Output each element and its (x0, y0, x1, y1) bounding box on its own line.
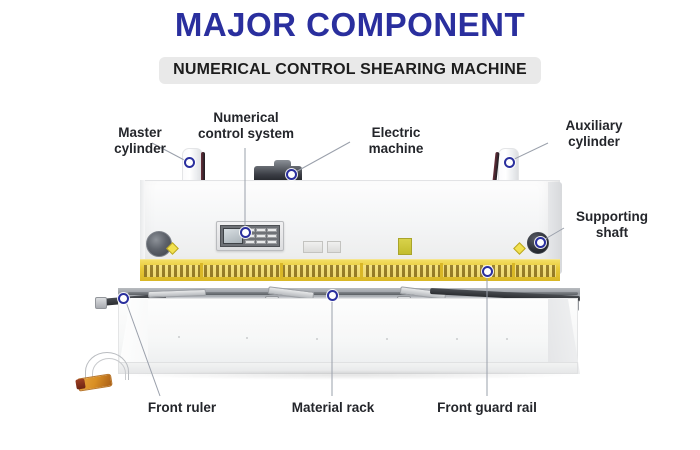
base-fixing-dot (316, 338, 318, 340)
numerical-control-panel[interactable] (216, 221, 284, 251)
callout-dot-supporting-shaft[interactable] (535, 237, 546, 248)
panel-key[interactable] (267, 233, 277, 239)
page-title: MAJOR COMPONENT (174, 6, 526, 43)
callout-label-supporting-shaft: Supporting shaft (562, 209, 662, 241)
base-fixing-dot (456, 338, 458, 340)
guard-rail-divider (280, 263, 283, 279)
callout-line-2: control system (197, 125, 295, 141)
base-fixing-dot (246, 337, 248, 339)
machine-base-cabinet (118, 298, 578, 370)
front-guard-rail-part (140, 259, 560, 281)
panel-key[interactable] (256, 228, 266, 233)
panel-key[interactable] (256, 233, 266, 239)
machine-body-left-edge (140, 180, 145, 262)
callout-dot-front-ruler[interactable] (118, 293, 129, 304)
body-label-plate-left (303, 241, 323, 253)
callout-line-1: Front guard rail (437, 400, 537, 415)
panel-key[interactable] (267, 239, 277, 244)
callout-label-electric-machine: Electric machine (352, 125, 440, 157)
left-shaft-hub (146, 231, 172, 257)
guard-rail-slots (144, 265, 556, 277)
body-label-plate-right (327, 241, 341, 253)
material-rack-endcap-left (95, 297, 107, 309)
callout-line-2: cylinder (114, 140, 166, 156)
callout-line-2: cylinder (568, 133, 620, 149)
electric-machine-cap (274, 160, 291, 172)
panel-key[interactable] (256, 239, 266, 244)
page-subtitle: NUMERICAL CONTROL SHEARING MACHINE (159, 57, 541, 84)
callout-line-1: Material rack (291, 400, 375, 415)
callout-label-auxiliary-cylinder: Auxiliary cylinder (548, 118, 640, 150)
callout-label-front-ruler: Front ruler (134, 400, 230, 416)
guard-rail-divider (512, 263, 515, 279)
guard-rail-divider (440, 263, 443, 279)
callout-label-material-rack: Material rack (280, 400, 386, 416)
callout-line-2: machine (368, 140, 424, 156)
base-fixing-dot (178, 336, 180, 338)
callout-line-1: Electric (371, 125, 421, 140)
callout-dot-master-cylinder[interactable] (184, 157, 195, 168)
callout-dot-numerical-control-system[interactable] (240, 227, 251, 238)
page-subtitle-wrapper: NUMERICAL CONTROL SHEARING MACHINE (0, 57, 700, 84)
callout-line-1: Master (118, 125, 162, 140)
base-fixing-dot (386, 338, 388, 340)
callout-dot-front-guard-rail[interactable] (482, 266, 493, 277)
guard-rail-divider (200, 263, 203, 279)
body-yellow-plate (398, 238, 412, 255)
panel-key[interactable] (267, 228, 277, 233)
callout-line-1: Auxiliary (565, 118, 623, 133)
master-cylinder-hose-icon (201, 152, 205, 182)
guard-rail-divider (360, 263, 363, 279)
machine-main-body (140, 180, 560, 260)
callout-line-1: Supporting (576, 209, 648, 224)
callout-line-2: shaft (595, 224, 629, 240)
base-shadow (120, 370, 580, 380)
panel-key[interactable] (245, 239, 255, 244)
callout-dot-electric-machine[interactable] (286, 169, 297, 180)
table-rail-dark (128, 292, 578, 295)
callout-line-1: Numerical (213, 110, 279, 125)
callout-label-master-cylinder: Master cylinder (96, 125, 184, 157)
callout-dot-material-rack[interactable] (327, 290, 338, 301)
foot-pedal-end (75, 378, 86, 390)
callout-dot-auxiliary-cylinder[interactable] (504, 157, 515, 168)
callout-label-front-guard-rail: Front guard rail (424, 400, 550, 416)
callout-label-numerical-control-system: Numerical control system (188, 110, 304, 142)
control-panel-face (220, 225, 280, 247)
base-fixing-dot (506, 338, 508, 340)
callout-line-1: Front ruler (147, 400, 217, 415)
